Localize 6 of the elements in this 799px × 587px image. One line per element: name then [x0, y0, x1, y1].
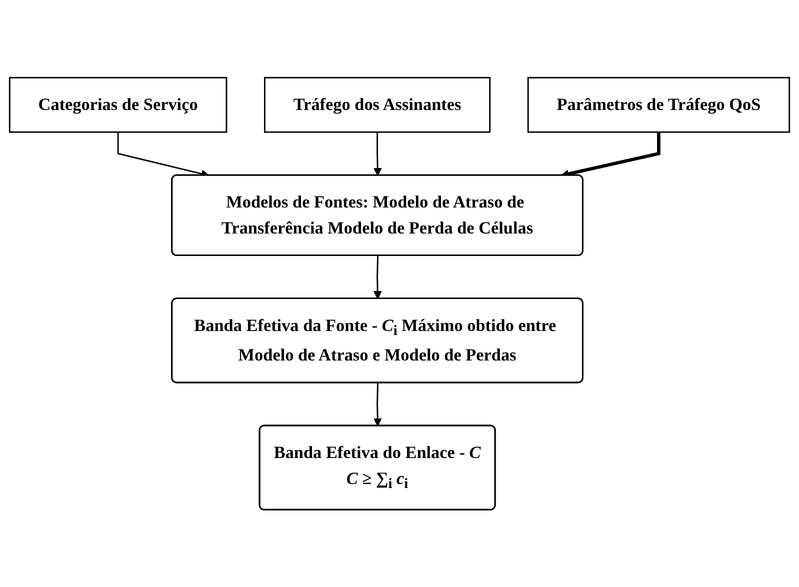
node-box: Categorias de Serviço: [8, 76, 228, 133]
node-box: Parâmetros de Tráfego QoS: [527, 76, 790, 133]
arrow: [373, 132, 382, 176]
arrow: [373, 382, 382, 426]
node-box: Tráfego dos Assinantes: [264, 76, 491, 133]
arrow: [373, 256, 382, 300]
